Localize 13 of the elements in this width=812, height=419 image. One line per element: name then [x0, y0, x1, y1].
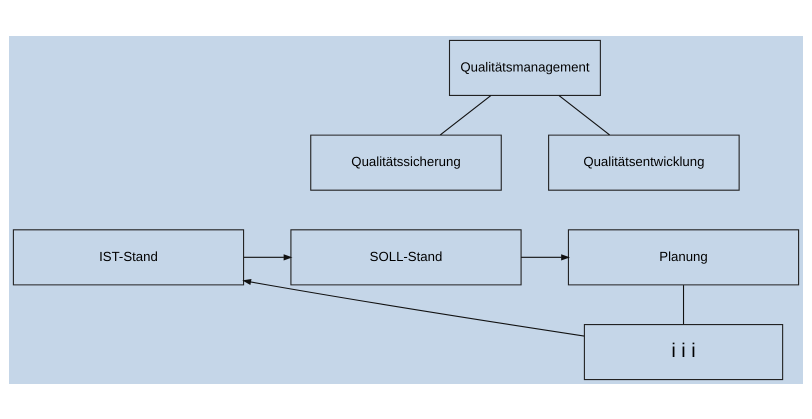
node-box: Qualitätssicherung	[310, 134, 502, 190]
node-box: IST-Stand	[12, 228, 244, 285]
node-box: Qualitätsmanagement	[448, 39, 601, 96]
node-box: Qualitätsentwicklung	[548, 134, 740, 190]
arrow	[242, 278, 584, 336]
arrow	[521, 254, 570, 260]
node-box: i i i	[584, 323, 784, 380]
arrow	[244, 254, 292, 260]
connector	[682, 284, 684, 324]
connector	[558, 94, 610, 135]
connector	[440, 94, 492, 135]
node-box: SOLL-Stand	[290, 228, 522, 285]
node-box: Planung	[568, 228, 800, 285]
